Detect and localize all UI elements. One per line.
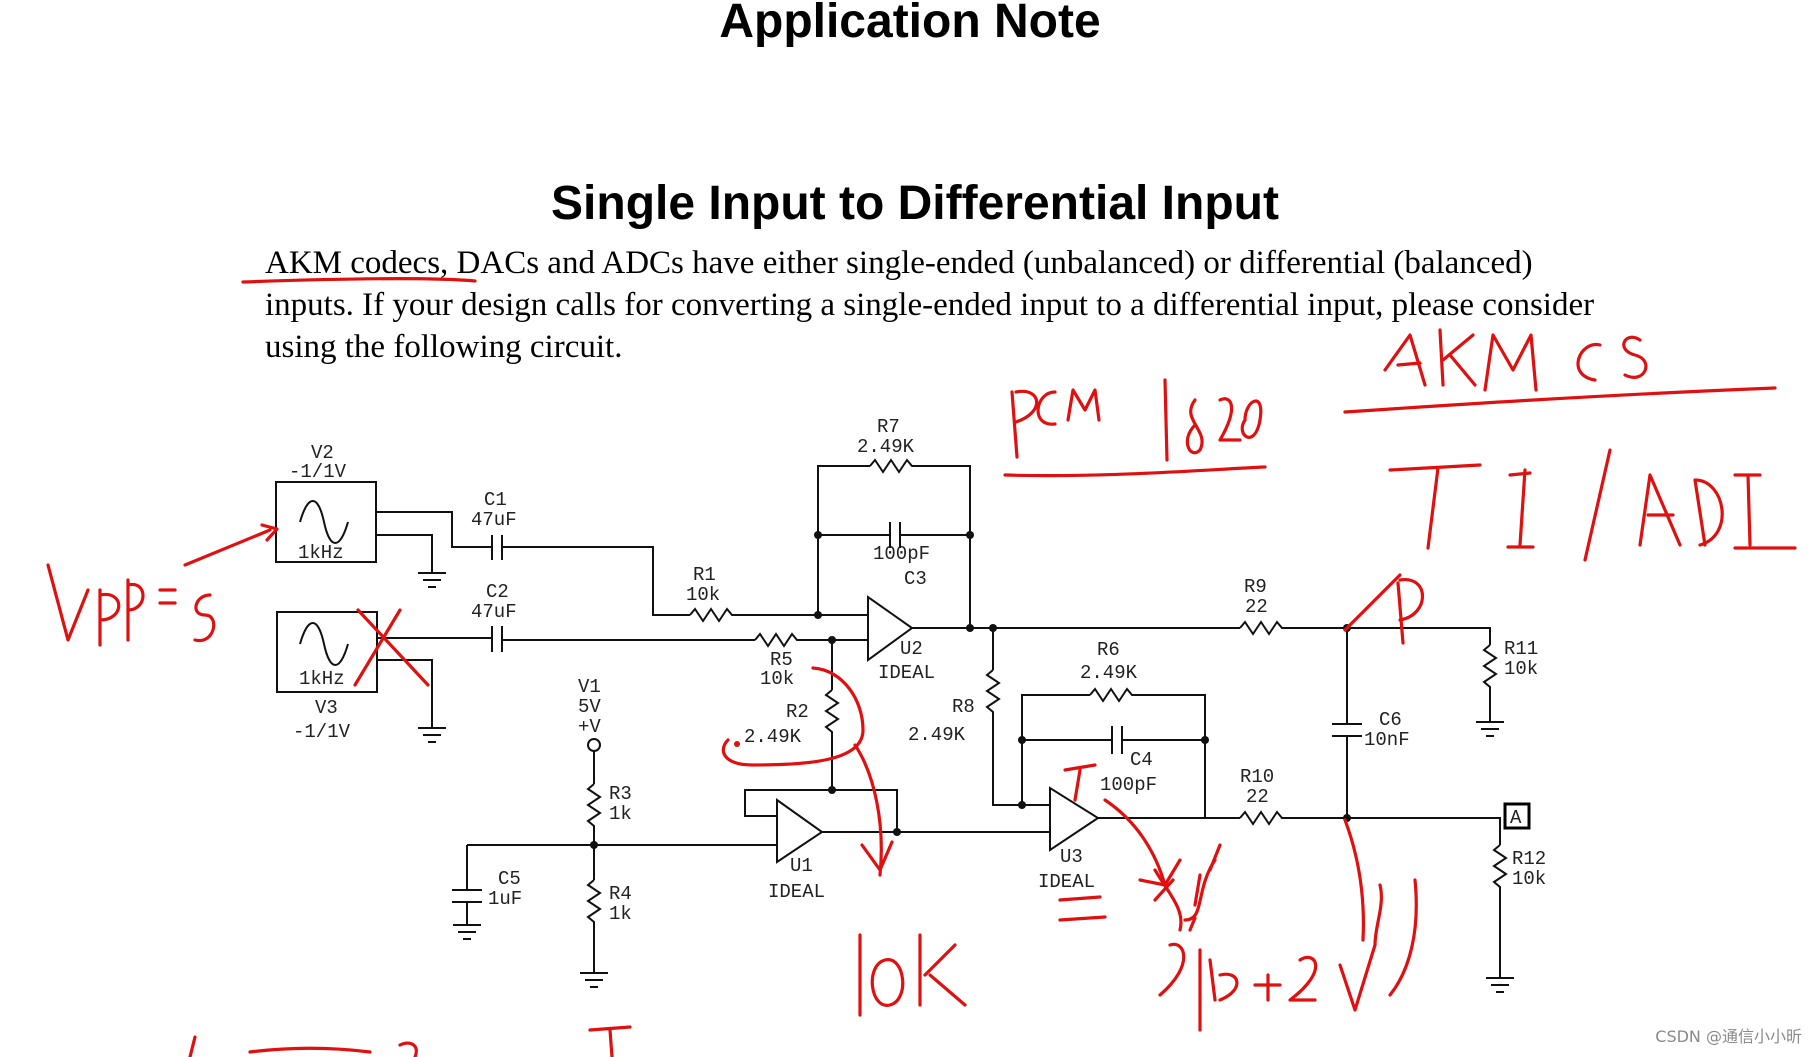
c5-name: C5 [498, 868, 521, 890]
c6-value: 10nF [1364, 729, 1410, 751]
wiring [376, 458, 1514, 993]
handwritten-annotations [46, 276, 1797, 1057]
r8-name: R8 [952, 696, 975, 718]
v2-freq: 1kHz [298, 542, 344, 564]
section-title: Single Input to Differential Input [551, 177, 1279, 230]
c1-name: C1 [484, 489, 507, 511]
r10-name: R10 [1240, 766, 1274, 788]
r5-value: 10k [760, 668, 794, 690]
r12-name: R12 [1512, 848, 1546, 870]
r7-value: 2.49K [857, 436, 915, 458]
r9-name: R9 [1244, 576, 1267, 598]
r8-value: 2.49K [908, 724, 966, 746]
probe-label: A [1510, 807, 1522, 829]
r1-value: 10k [686, 584, 720, 606]
r7-name: R7 [877, 416, 900, 438]
r1-name: R1 [693, 564, 716, 586]
r12-value: 10k [1512, 868, 1546, 890]
r9-value: 22 [1245, 596, 1268, 618]
u1-name: U1 [790, 855, 813, 877]
v1-pin: +V [578, 716, 601, 738]
intro-paragraph: AKM codecs, DACs and ADCs have either si… [265, 245, 1595, 365]
v1-value: 5V [578, 696, 601, 718]
r4-name: R4 [609, 883, 632, 905]
source-v2 [275, 481, 377, 563]
v2-name: V2 [311, 442, 334, 464]
r2-value: 2.49K [744, 726, 802, 748]
u2-type: IDEAL [878, 662, 935, 684]
c2-value: 47uF [471, 601, 517, 623]
r6-name: R6 [1097, 639, 1120, 661]
r4-value: 1k [609, 903, 632, 925]
r5-name: R5 [770, 649, 793, 671]
u3-type: IDEAL [1038, 871, 1095, 893]
r3-name: R3 [609, 783, 632, 805]
c6-name: C6 [1379, 709, 1402, 731]
v3-freq: 1kHz [299, 668, 345, 690]
u3-name: U3 [1060, 846, 1083, 868]
c4-name: C4 [1130, 749, 1153, 771]
r11-name: R11 [1504, 638, 1538, 660]
u2-name: U2 [900, 638, 923, 660]
u1-type: IDEAL [768, 881, 825, 903]
r10-value: 22 [1246, 786, 1269, 808]
c4-value: 100pF [1100, 774, 1157, 796]
watermark: CSDN @通信小小昕 [1655, 1027, 1802, 1046]
v2-value: -1/1V [289, 461, 347, 483]
v1-name: V1 [578, 676, 601, 698]
c5-value: 1uF [488, 888, 522, 910]
document-title: Application Note [719, 0, 1101, 48]
r6-value: 2.49K [1080, 662, 1138, 684]
v3-name: V3 [315, 697, 338, 719]
c2-name: C2 [486, 581, 509, 603]
c3-value: 100pF [873, 543, 930, 565]
probe-marker: A [1503, 802, 1531, 830]
c3-name: C3 [904, 568, 927, 590]
r3-value: 1k [609, 803, 632, 825]
v3-value: -1/1V [293, 721, 351, 743]
source-v3 [276, 611, 378, 693]
r2-name: R2 [786, 701, 809, 723]
component-labels: V2 -1/1V 1kHz 1kHz V3 -1/1V C1 47uF C2 4… [289, 416, 1546, 925]
c1-value: 47uF [471, 509, 517, 531]
r11-value: 10k [1504, 658, 1538, 680]
